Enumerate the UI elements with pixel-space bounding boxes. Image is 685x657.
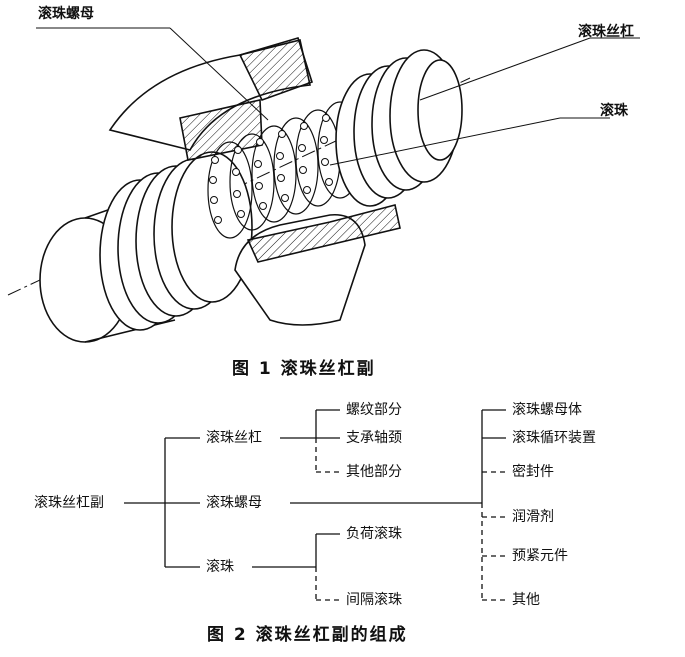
- screw-part: 支承轴颈: [346, 430, 402, 446]
- ball-part: 间隔滚珠: [346, 592, 402, 608]
- ball-part: 负荷滚珠: [346, 526, 402, 542]
- nut-part: 润滑剂: [512, 509, 554, 525]
- tree-branch-nut: 滚珠螺母: [206, 495, 262, 511]
- callout-ball: 滚珠: [600, 103, 628, 119]
- tree-root: 滚珠丝杠副: [34, 495, 104, 511]
- screw-part: 其他部分: [346, 464, 402, 480]
- nut-body: [108, 37, 313, 161]
- screw-threads: [99, 151, 253, 331]
- callout-screw: 滚珠丝杠: [578, 24, 634, 40]
- nut-part: 密封件: [512, 464, 554, 480]
- nut-part: 其他: [512, 592, 540, 608]
- screw-part: 螺纹部分: [346, 402, 402, 418]
- figure1-caption: 图 1 滚珠丝杠副: [232, 359, 376, 379]
- nut-lower: [234, 204, 401, 326]
- leader-lines: [36, 27, 640, 166]
- figure2-caption: 图 2 滚珠丝杠副的组成: [207, 625, 408, 645]
- nut-part: 滚珠螺母体: [512, 402, 582, 418]
- tree-branch-screw: 滚珠丝杠: [206, 430, 262, 446]
- balls: [209, 114, 333, 224]
- screw-threads-right: [335, 49, 463, 207]
- ball-rings: [207, 101, 363, 239]
- nut-part: 预紧元件: [512, 548, 568, 564]
- callout-nut: 滚珠螺母: [38, 6, 94, 22]
- nut-part: 滚珠循环装置: [512, 430, 596, 446]
- tree-branch-ball: 滚珠: [206, 559, 234, 575]
